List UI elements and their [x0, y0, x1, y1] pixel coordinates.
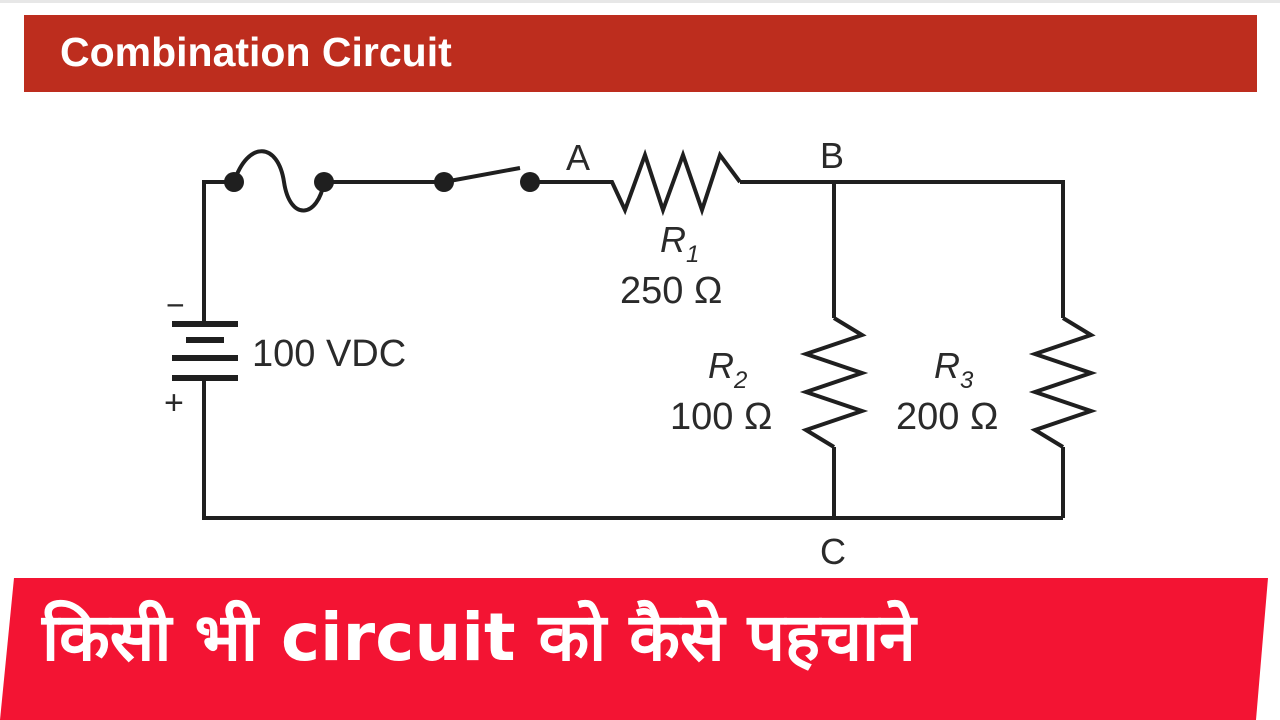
r3-name-label: R3 — [934, 345, 974, 394]
r1-name-label: R1 — [660, 219, 699, 268]
wire-bottom — [202, 380, 1063, 520]
r3-subscript: 3 — [960, 367, 974, 394]
wire-left-top — [202, 180, 234, 315]
r2-name: R — [708, 345, 734, 386]
fuse-symbol — [232, 149, 326, 213]
r2-value-label: 100 Ω — [670, 396, 772, 438]
node-a-label: A — [566, 137, 590, 178]
terminal-dot-4 — [520, 172, 540, 192]
header-bar: Combination Circuit — [24, 15, 1257, 92]
r1-value-label: 250 Ω — [620, 270, 722, 312]
resistor-r3-zigzag — [1028, 316, 1098, 449]
battery-plus-label: + — [164, 384, 184, 422]
switch-blade — [443, 166, 521, 184]
node-c-label: C — [820, 531, 846, 572]
terminal-dot-1 — [224, 172, 244, 192]
banner-background — [0, 578, 1268, 720]
banner-caption-text: किसी भी circuit को कैसे पहचाने — [42, 599, 916, 676]
wire-top-right — [740, 180, 1065, 318]
source-voltage-label: 100 VDC — [252, 333, 406, 375]
diagram-title: Combination Circuit — [60, 29, 452, 75]
terminal-dot-2 — [314, 172, 334, 192]
node-b-label: B — [820, 135, 844, 176]
resistor-r2-zigzag — [799, 316, 869, 449]
resistor-r1-zigzag — [600, 148, 742, 217]
r3-name: R — [934, 345, 960, 386]
terminal-dot-3 — [434, 172, 454, 192]
caption-banner: किसी भी circuit को कैसे पहचाने — [0, 578, 1280, 720]
r2-name-label: R2 — [708, 345, 747, 394]
battery-minus-label: − — [166, 287, 185, 323]
r2-subscript: 2 — [733, 367, 747, 394]
r1-name: R — [660, 219, 686, 260]
top-divider — [0, 0, 1280, 3]
r1-subscript: 1 — [686, 241, 699, 268]
r3-value-label: 200 Ω — [896, 396, 998, 438]
